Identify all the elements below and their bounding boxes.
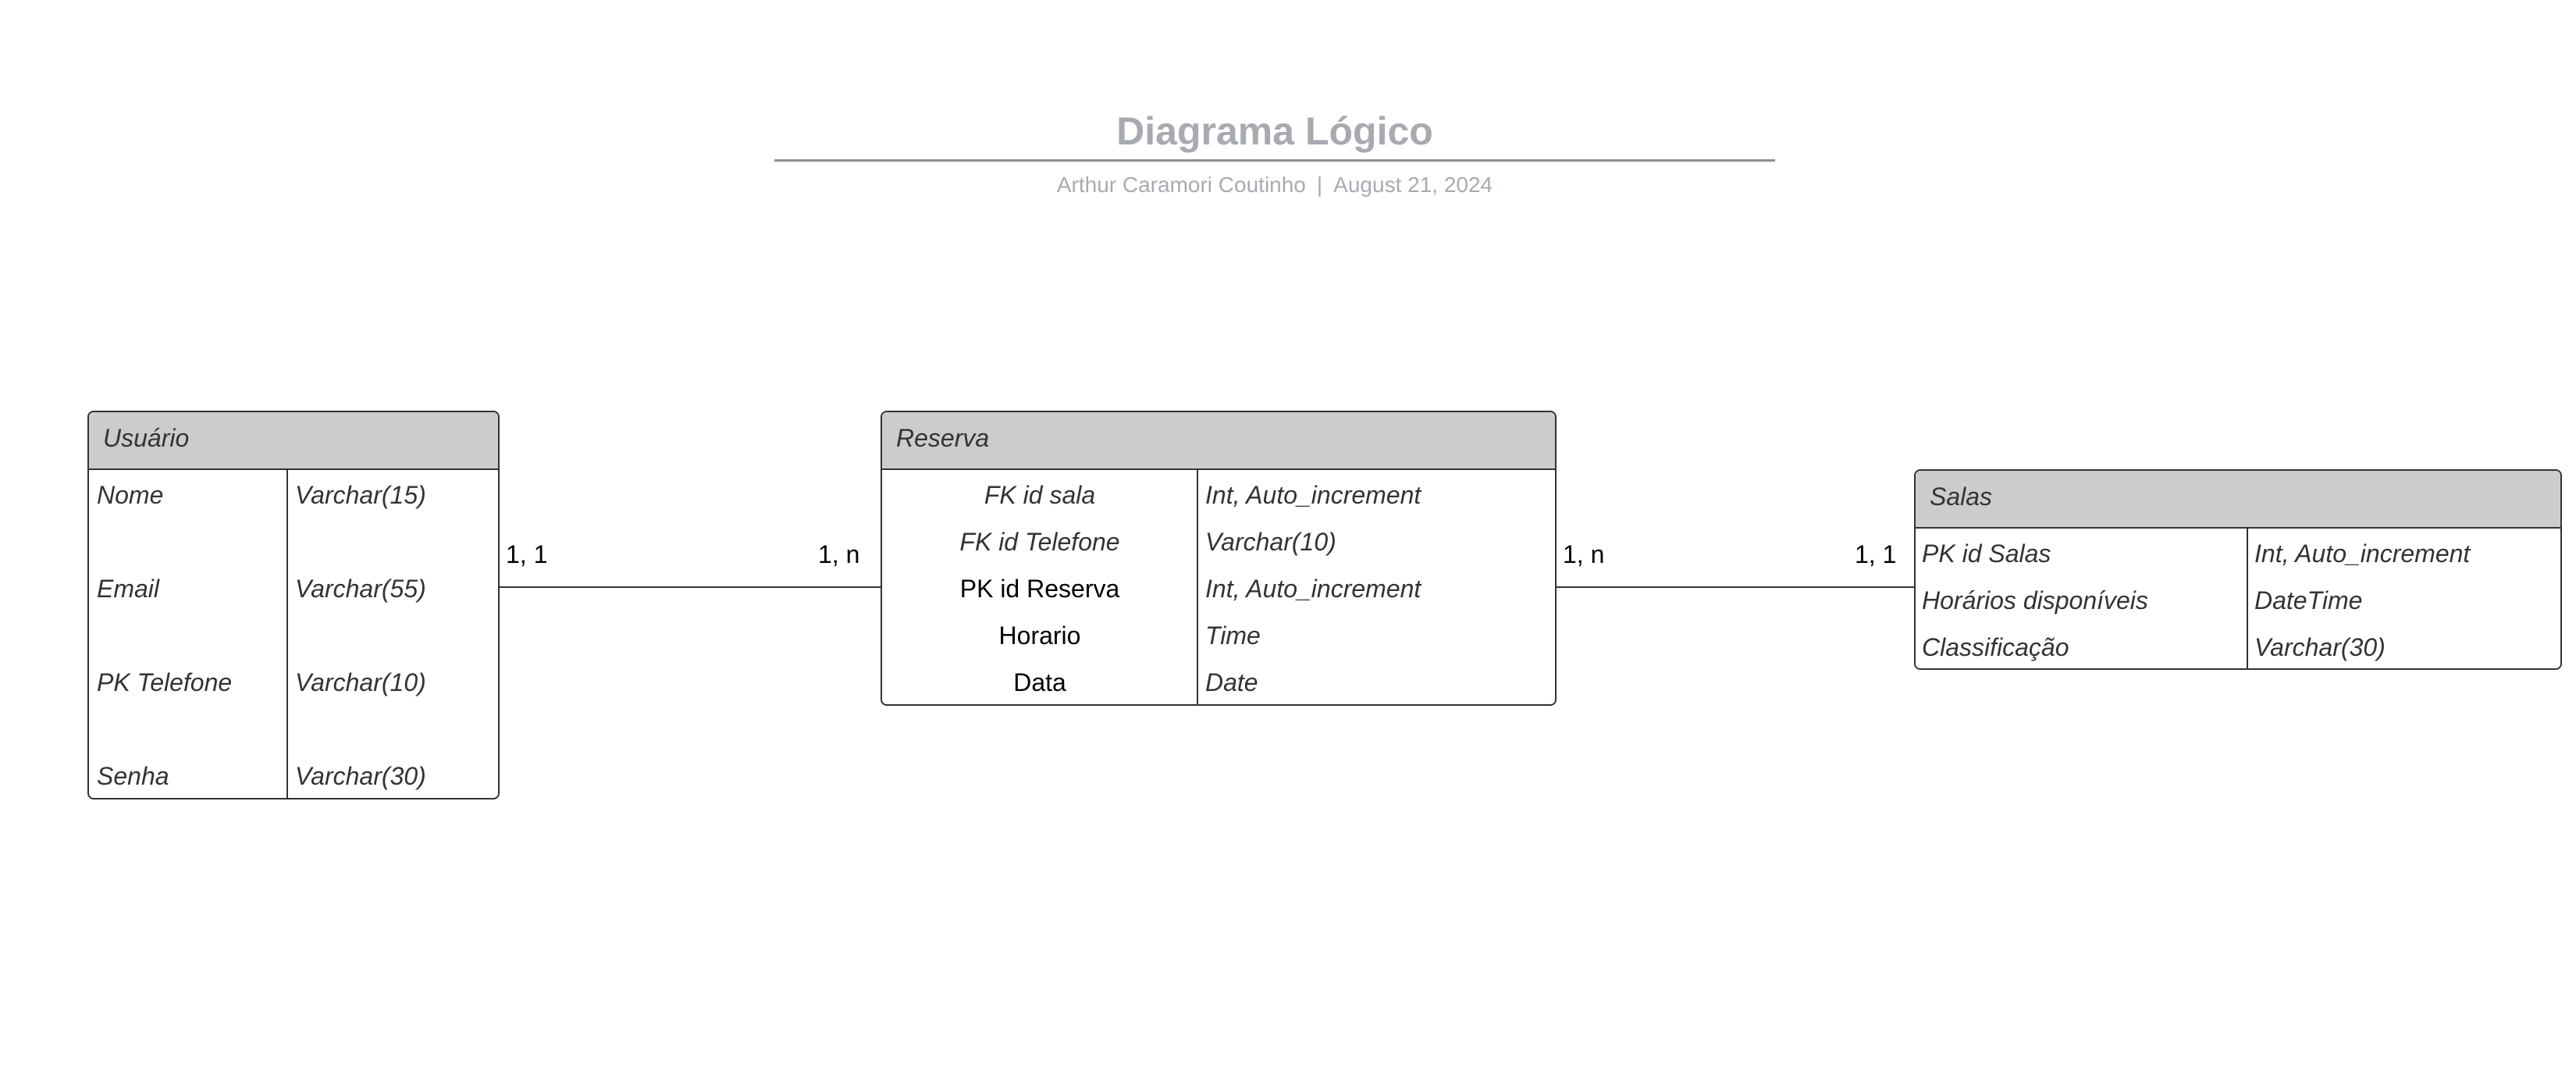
field-type: Varchar(30) [2254,633,2386,661]
table-row: Senha Varchar(30) [89,753,498,798]
table-row: Nome Varchar(15) [89,472,498,518]
field-type: DateTime [2254,586,2363,614]
relationship-usuario-cardinality: 1, 1 [506,540,548,568]
subtitle-separator: | [1316,173,1323,197]
field-type: Int, Auto_increment [1205,575,1421,603]
diagram-subtitle: Arthur Caramori Coutinho | August 21, 2024 [774,169,1775,201]
field-type: Time [1205,621,1261,650]
entity-reserva-header: Reserva [882,412,1555,470]
entity-salas-header: Salas [1916,471,2560,529]
field-name: Classificação [1922,633,2069,661]
field-type: Varchar(15) [295,481,426,509]
field-name: Nome [97,481,164,509]
relationship-reserva-salas-line[interactable] [1557,586,1914,588]
field-name: PK Telefone [97,668,233,696]
table-row: Email Varchar(55) [89,565,498,612]
author-name: Arthur Caramori Coutinho [1056,173,1306,197]
table-row: PK Telefone Varchar(10) [89,659,498,706]
field-type: Date [1205,668,1258,696]
entity-reserva-body: FK id sala Int, Auto_increment FK id Tel… [882,470,1555,704]
relationship-usuario-reserva-line[interactable] [500,586,881,588]
table-row: Classificação Varchar(30) [1916,624,2560,668]
field-name: Horario [998,621,1081,650]
field-type: Int, Auto_increment [1205,481,1421,509]
field-name: Senha [97,762,169,790]
table-row: Horários disponíveis DateTime [1916,577,2560,624]
diagram-header: Diagrama Lógico Arthur Caramori Coutinho… [774,103,1775,201]
entity-reserva[interactable]: Reserva FK id sala Int, Auto_increment F… [881,411,1557,706]
diagram-date: August 21, 2024 [1333,173,1493,197]
field-name: FK id sala [984,481,1096,509]
entity-reserva-column-divider [1197,470,1198,704]
field-type: Int, Auto_increment [2254,540,2471,568]
field-type: Varchar(30) [295,762,426,790]
field-name: Horários disponíveis [1922,586,2148,614]
field-name: FK id Telefone [959,528,1120,556]
table-row: Data Date [882,659,1555,704]
entity-usuario-header: Usuário [89,412,498,470]
table-row: PK id Reserva Int, Auto_increment [882,565,1555,612]
field-type: Varchar(55) [295,575,426,603]
entity-usuario-column-divider [286,470,288,798]
diagram-title: Diagrama Lógico [1116,109,1433,153]
relationship-reserva-salas-from-cardinality: 1, n [1563,540,1605,568]
entity-usuario[interactable]: Usuário Nome Varchar(15) Email Varchar(5… [87,411,500,799]
entity-salas-column-divider [2247,529,2248,668]
table-row: Horario Time [882,612,1555,659]
entity-salas[interactable]: Salas PK id Salas Int, Auto_increment Ho… [1914,469,2562,670]
title-underline [774,159,1775,162]
field-name: Email [97,575,160,603]
relationship-reserva-cardinality: 1, n [818,540,860,568]
table-row: PK id Salas Int, Auto_increment [1916,530,2560,577]
table-row: FK id sala Int, Auto_increment [882,472,1555,518]
relationship-salas-cardinality: 1, 1 [1855,540,1897,568]
entity-salas-body: PK id Salas Int, Auto_increment Horários… [1916,529,2560,668]
field-type: Varchar(10) [1205,528,1336,556]
field-name: PK id Reserva [959,575,1120,603]
table-row: FK id Telefone Varchar(10) [882,518,1555,565]
field-name: PK id Salas [1922,540,2051,568]
field-type: Varchar(10) [295,668,426,696]
field-name: Data [1013,668,1066,696]
entity-usuario-body: Nome Varchar(15) Email Varchar(55) PK Te… [89,470,498,798]
